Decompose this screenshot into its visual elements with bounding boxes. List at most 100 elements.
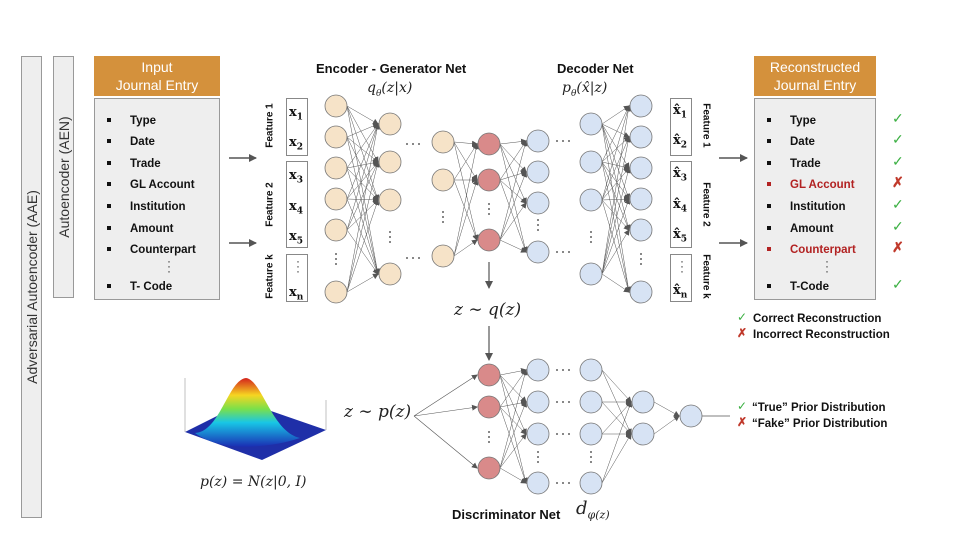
output-field-item: Type (767, 115, 816, 127)
ellipsis-dot (590, 241, 592, 243)
input-xn: xn (289, 285, 304, 303)
input-x4: x4 (289, 199, 304, 217)
connection-edge (499, 239, 527, 253)
ellipsis-dot (590, 231, 592, 233)
connection-edge (453, 143, 479, 257)
connection-edge (499, 202, 527, 241)
ellipsis-dot (442, 216, 444, 218)
connection-edge (346, 136, 380, 275)
ellipsis-dot (590, 236, 592, 238)
prior-sample-edge (413, 404, 478, 417)
connection-edge (601, 105, 630, 163)
legend-fake-prior-cross-icon: ✗ (737, 415, 748, 429)
ellipsis-dot (537, 461, 539, 463)
output-x4: x̂4 (673, 197, 688, 215)
check-icon: ✓ (892, 153, 904, 169)
ellipsis-dot (640, 258, 642, 260)
ellipsis-dot (590, 451, 592, 453)
bullet-icon (767, 225, 771, 230)
connection-edge (346, 136, 379, 201)
ellipsis-dot (556, 369, 558, 371)
connection-edge (601, 161, 631, 293)
output-field-item: Date (767, 136, 815, 148)
connection-edge (601, 196, 630, 203)
decoder-hidden-node (526, 240, 550, 264)
bullet-icon (107, 138, 111, 143)
bullet-icon (767, 203, 771, 208)
connection-edge (453, 143, 478, 181)
ellipsis-dot (640, 253, 642, 255)
output-x1: x̂1 (673, 103, 688, 121)
connection-edge (601, 198, 631, 275)
ellipsis-dot (562, 401, 564, 403)
connection-edge (499, 138, 527, 145)
legend-correct-check-icon: ✓ (737, 310, 748, 324)
ellipsis-dot (406, 257, 408, 259)
connection-edge (346, 167, 379, 201)
input-x3: x3 (289, 168, 304, 186)
encoder-title: Encoder - Generator Net (316, 61, 467, 76)
connection-edge (346, 123, 379, 200)
connection-edge (601, 273, 630, 293)
field-label: Institution (130, 201, 186, 213)
ellipsis-dot (412, 143, 414, 145)
gaussian-axis-lines (184, 378, 327, 432)
decoder-output-node (629, 156, 653, 180)
ellipsis-dot (488, 441, 490, 443)
gaussian-surface (195, 378, 300, 447)
field-label: T-Code (790, 281, 829, 293)
input-field-item: Trade (107, 158, 161, 170)
ellipsis-dot (556, 401, 558, 403)
connection-edge (601, 123, 631, 231)
connection-edge (346, 123, 380, 231)
input-box-feature-1 (286, 98, 308, 156)
connection-edge (601, 123, 632, 293)
ellipsis-dot (537, 456, 539, 458)
latent-p-formula: z ∼ p(z) (344, 402, 412, 422)
input-ellipsis: ··· (296, 254, 300, 278)
connection-edge (453, 140, 478, 147)
field-label: Date (130, 136, 155, 148)
connection-edge (346, 105, 381, 275)
ellipsis-dot (335, 263, 337, 265)
output-field-item: Institution (767, 201, 846, 213)
decoder-output-node (629, 187, 653, 211)
connection-edge (499, 369, 527, 408)
connection-edge (499, 374, 528, 484)
latent-node (477, 228, 501, 252)
encoder-input-node (324, 94, 348, 118)
field-label: T- Code (130, 281, 173, 293)
cross-icon: ✗ (892, 174, 904, 190)
connection-edge (601, 161, 630, 170)
connection-edge (346, 161, 379, 231)
decoder-hidden-node (579, 112, 603, 136)
input-x1: x1 (289, 105, 304, 123)
connection-edge (499, 367, 527, 376)
latent-node (477, 132, 501, 156)
connection-edge (499, 143, 527, 204)
input-box-feature-2 (286, 161, 308, 248)
connection-edge (601, 369, 632, 403)
encoder-input-node (324, 187, 348, 211)
output-box-feature-k (670, 254, 692, 302)
connection-edge (346, 160, 379, 169)
connection-edge (346, 199, 379, 231)
connection-edge (601, 161, 630, 231)
check-icon: ✓ (892, 131, 904, 147)
legend-incorrect-cross-icon: ✗ (737, 326, 748, 340)
prior-sample-edge (413, 415, 478, 469)
prior-sample-edge (413, 374, 478, 417)
bullet-icon (767, 283, 771, 288)
connection-edge (346, 105, 380, 201)
connection-edge (499, 171, 528, 241)
ellipsis-dot (335, 258, 337, 260)
discriminator-input-node (477, 363, 501, 387)
ellipsis-dot (556, 251, 558, 253)
ellipsis-dot (556, 433, 558, 435)
output-field-item: Counterpart (767, 244, 856, 256)
latent-q-formula: z ∼ q(z) (454, 300, 522, 320)
discriminator-hidden-node (579, 471, 603, 495)
encoder-input-node (324, 156, 348, 180)
ellipsis-dot (640, 263, 642, 265)
ellipsis-dot (537, 451, 539, 453)
